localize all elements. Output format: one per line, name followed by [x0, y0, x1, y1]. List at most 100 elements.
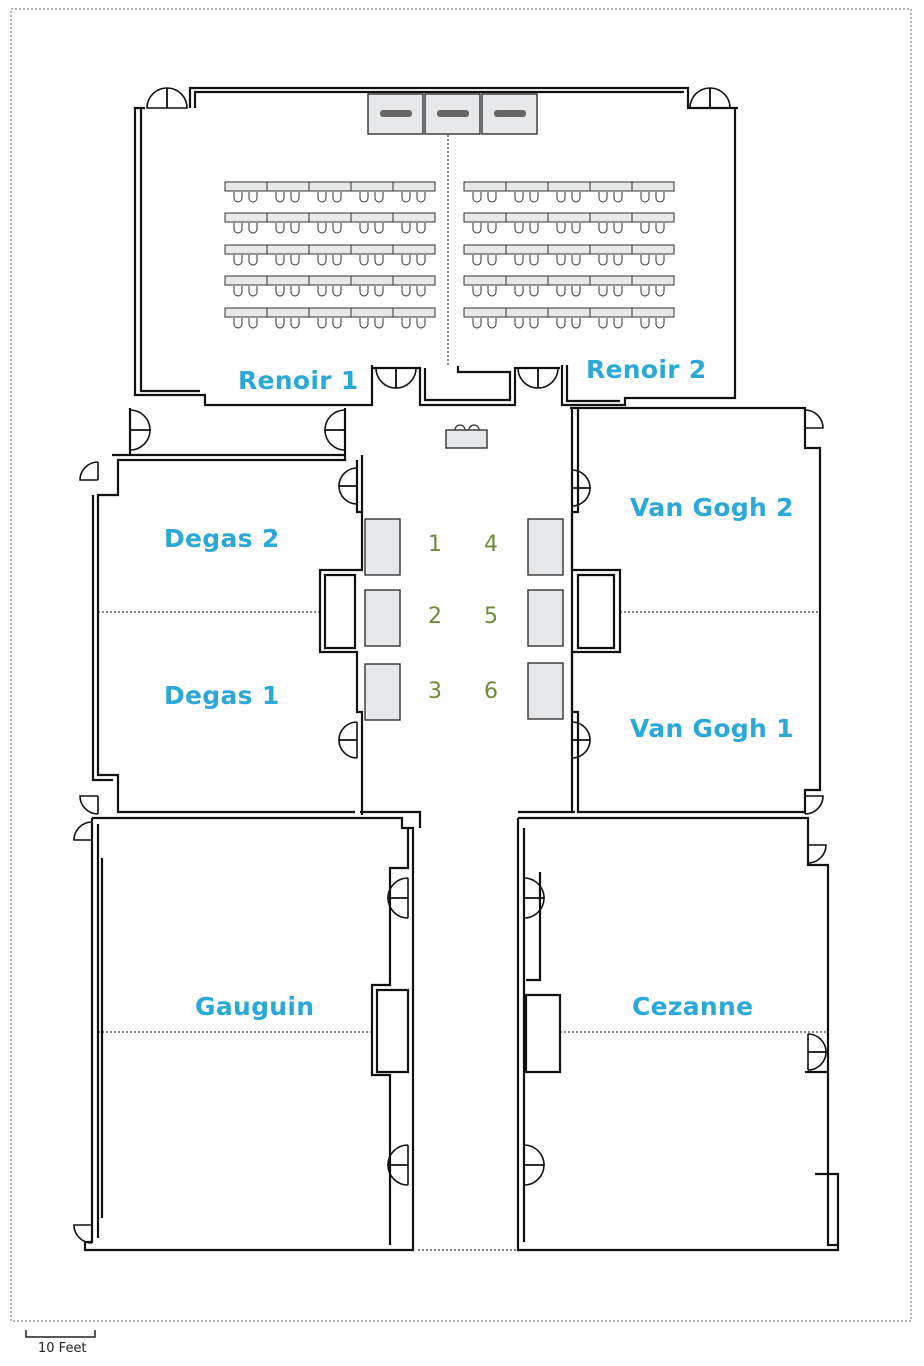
door-icon — [129, 429, 151, 451]
chair-pair — [514, 318, 539, 329]
chair-pair — [640, 192, 665, 203]
door-icon — [709, 87, 731, 109]
chair-pair — [317, 223, 342, 234]
door-icon — [375, 367, 397, 389]
chair-pair — [401, 318, 426, 329]
booth-table-5 — [527, 589, 564, 647]
door-icon — [73, 1224, 93, 1244]
door-icon — [338, 721, 358, 741]
chair-pair — [556, 255, 581, 266]
chair-pair — [317, 255, 342, 266]
door-icon — [338, 485, 358, 505]
room-label-cezanne: Cezanne — [632, 992, 754, 1021]
chair-pair — [233, 223, 258, 234]
door-icon — [79, 461, 99, 481]
chair-pair — [556, 286, 581, 297]
booth-table-1 — [364, 518, 401, 576]
seating-table-r4-b1 — [224, 275, 436, 286]
booth-table-4 — [527, 518, 564, 576]
door-icon — [804, 409, 824, 429]
door-icon — [523, 1144, 545, 1166]
chair-pair — [401, 192, 426, 203]
chair-pair — [640, 318, 665, 329]
room-label-van-gogh-1: Van Gogh 1 — [630, 714, 794, 743]
door-icon — [537, 367, 559, 389]
chair-pair — [556, 318, 581, 329]
chair-pair — [401, 255, 426, 266]
door-icon — [338, 467, 358, 487]
door-icon — [523, 1164, 545, 1186]
door-icon — [523, 877, 545, 899]
seating-table-r1-b1 — [224, 181, 436, 192]
booth-number-6: 6 — [484, 679, 498, 704]
chair-pair — [514, 255, 539, 266]
chair-pair — [472, 286, 497, 297]
door-icon — [387, 1144, 409, 1166]
room-label-degas-1: Degas 1 — [164, 681, 280, 710]
door-icon — [324, 429, 346, 451]
scale-label: 10 Feet — [38, 1341, 87, 1356]
chair-pair — [317, 318, 342, 329]
seating-table-r5-b1 — [224, 307, 436, 318]
chair-pair — [233, 192, 258, 203]
chair-pair — [233, 286, 258, 297]
registration-desk — [445, 424, 488, 449]
chair-pair — [472, 255, 497, 266]
chair-pair — [640, 223, 665, 234]
booth-number-4: 4 — [484, 532, 498, 557]
door-icon — [807, 1051, 827, 1071]
room-label-degas-2: Degas 2 — [164, 524, 280, 553]
chair-pair — [598, 286, 623, 297]
chair-pair — [317, 286, 342, 297]
seating-table-r3-b1 — [224, 244, 436, 255]
chair-pair — [275, 318, 300, 329]
chair-pair — [556, 192, 581, 203]
walls — [83, 86, 840, 1252]
door-icon — [571, 721, 591, 741]
room-dividers — [98, 135, 828, 1251]
chair-pair — [472, 223, 497, 234]
door-icon — [689, 87, 711, 109]
chair-pair — [359, 192, 384, 203]
door-icon — [129, 409, 151, 431]
door-icon — [387, 877, 409, 899]
chair-pair — [317, 192, 342, 203]
booth-table-6 — [527, 662, 564, 720]
seating-table-r2-b1 — [224, 212, 436, 223]
seating-table-r2-b2 — [463, 212, 675, 223]
chair-pair — [359, 318, 384, 329]
door-icon — [73, 821, 93, 841]
booth-tables — [364, 518, 564, 721]
booth-number-5: 5 — [484, 604, 498, 629]
seating-table-r3-b2 — [463, 244, 675, 255]
seating-table-r5-b2 — [463, 307, 675, 318]
seating-table-r4-b2 — [463, 275, 675, 286]
door-icon — [807, 1033, 827, 1053]
door-icon — [807, 844, 827, 864]
booth-number-2: 2 — [428, 604, 442, 629]
booth-table-3 — [364, 663, 401, 721]
chair-pair — [359, 286, 384, 297]
chair-pair — [275, 223, 300, 234]
chair-pair — [359, 255, 384, 266]
door-icon — [571, 469, 591, 489]
chair-pair — [233, 318, 258, 329]
room-label-gauguin: Gauguin — [195, 992, 315, 1021]
chair-pair — [472, 318, 497, 329]
door-icon — [804, 795, 824, 815]
chair-pair — [359, 223, 384, 234]
chair-pair — [472, 192, 497, 203]
room-label-renoir-1: Renoir 1 — [238, 366, 359, 395]
door-icon — [338, 739, 358, 759]
chair-pair — [275, 192, 300, 203]
projector-lens-3 — [494, 110, 526, 117]
chair-pair — [598, 255, 623, 266]
chair-pair — [275, 286, 300, 297]
chair-pair — [514, 223, 539, 234]
chair-pair — [233, 255, 258, 266]
chair-pair — [598, 318, 623, 329]
door-icon — [79, 795, 99, 815]
doors — [73, 87, 827, 1244]
chair-pair — [514, 192, 539, 203]
